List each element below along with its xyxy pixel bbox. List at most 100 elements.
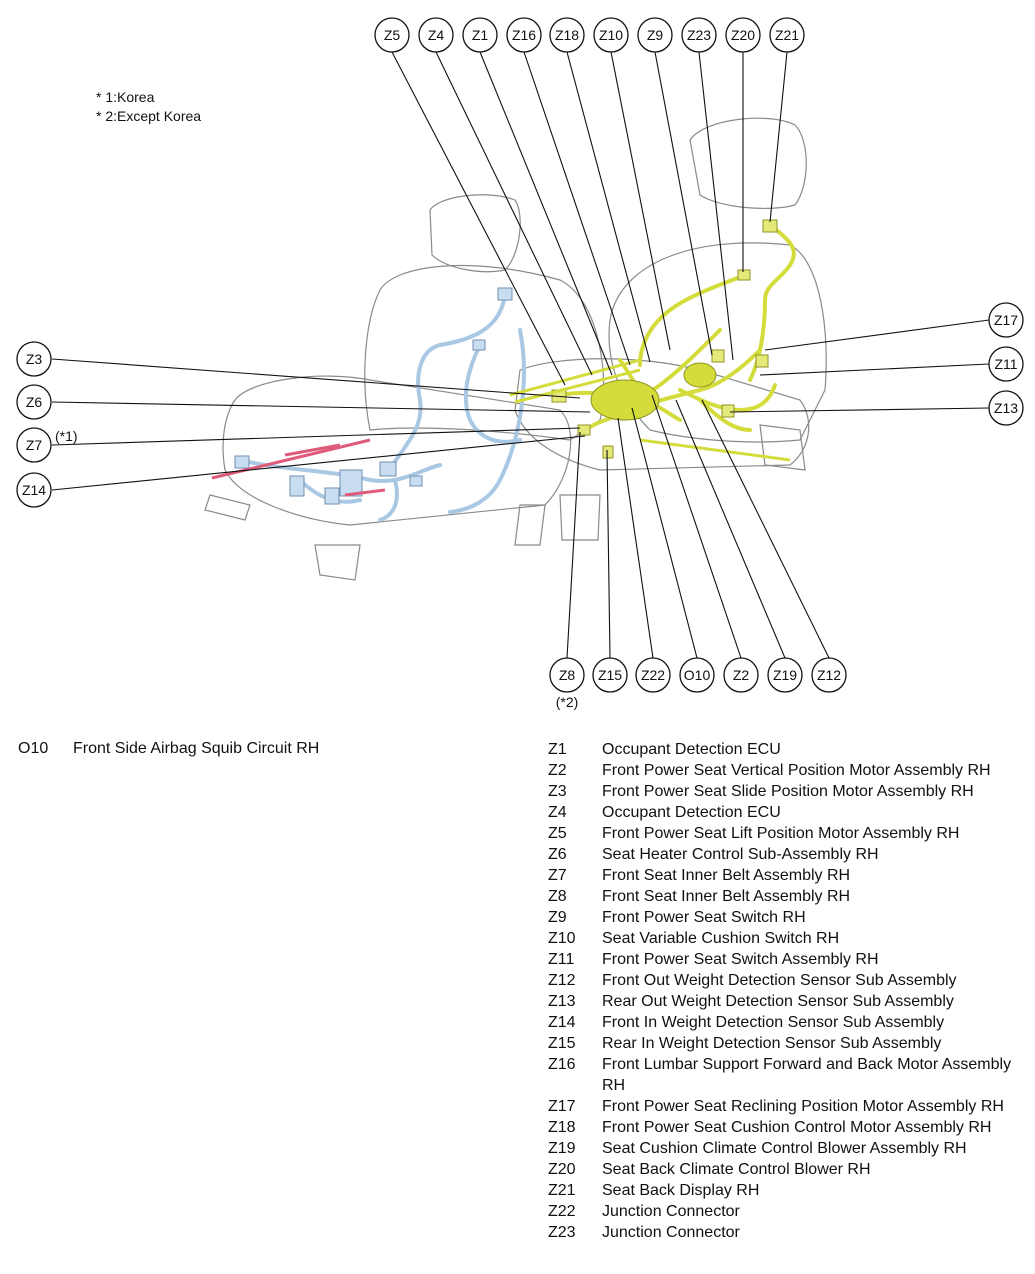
legend-code: Z4 [548,804,567,821]
legend-code: Z22 [548,1203,576,1220]
yellow-rail [509,358,791,462]
legend-code: Z14 [548,1014,576,1031]
legend-desc: Front Power Seat Slide Position Motor As… [602,783,974,800]
callout-o10[interactable]: O10 [679,657,715,693]
callout-z8-note: (*2) [556,694,579,710]
callout-z12[interactable]: Z12 [811,657,847,693]
legend-desc: Rear Out Weight Detection Sensor Sub Ass… [602,993,954,1010]
legend-code: Z23 [548,1224,576,1241]
callout-z11[interactable]: Z11 [988,346,1024,382]
legend-desc: Front In Weight Detection Sensor Sub Ass… [602,1014,945,1031]
svg-text:Z11: Z11 [994,356,1017,372]
legend-code: Z20 [548,1161,576,1178]
svg-text:Z7: Z7 [26,437,43,453]
svg-text:Z8: Z8 [559,667,576,683]
legend-desc: Seat Heater Control Sub-Assembly RH [602,846,879,863]
legend-code: Z2 [548,762,567,779]
legend-row-z4: Z4 Occupant Detection ECU [548,802,1033,823]
legend-desc: Seat Back Climate Control Blower RH [602,1161,871,1178]
callout-z7[interactable]: Z7 [16,427,52,463]
svg-text:Z18: Z18 [555,27,579,43]
callout-z13[interactable]: Z13 [988,390,1024,426]
callout-z22[interactable]: Z22 [635,657,671,693]
callout-z19[interactable]: Z19 [767,657,803,693]
blue-connectors [234,287,513,505]
svg-text:Z10: Z10 [599,27,623,43]
legend-row-z1: Z1 Occupant Detection ECU [548,739,1033,760]
callout-z18[interactable]: Z18 [549,17,585,53]
callout-z4[interactable]: Z4 [418,17,454,53]
legend-desc: Junction Connector [602,1203,740,1220]
legend-code: Z18 [548,1119,576,1136]
legend-desc: Front Power Seat Switch RH [602,909,806,926]
callout-z17[interactable]: Z17 [988,302,1024,338]
legend-row-z15: Z15 Rear In Weight Detection Sensor Sub A… [548,1033,1033,1054]
svg-text:Z20: Z20 [731,27,755,43]
svg-text:O10: O10 [684,667,711,683]
callout-z1[interactable]: Z1 [462,17,498,53]
callout-z9[interactable]: Z9 [637,17,673,53]
legend-row-z2: Z2 Front Power Seat Vertical Position Mot… [548,760,1033,781]
callout-z23[interactable]: Z23 [681,17,717,53]
legend-code: Z21 [548,1182,576,1199]
blue-harness [238,293,526,522]
legend-desc: Front Power Seat Switch Assembly RH [602,951,879,968]
footnote-1: * 1:Korea [96,89,155,105]
svg-text:Z14: Z14 [22,482,46,498]
callout-z5[interactable]: Z5 [374,17,410,53]
callout-z8[interactable]: Z8 [549,657,585,693]
callout-z14[interactable]: Z14 [16,472,52,508]
legend-desc: Front Power Seat Vertical Position Motor… [602,762,991,779]
legend-code: Z1 [548,741,567,758]
legend-code: Z15 [548,1035,576,1052]
seat-wiring-diagram: Z5 Z4 Z1 Z16 Z18 Z10 Z9 Z23 Z20 Z21 Z3 Z… [16,17,1024,710]
legend-desc: Occupant Detection ECU [602,804,781,821]
legend-row-z19: Z19 Seat Cushion Climate Control Blower A… [548,1138,1033,1159]
svg-text:Z1: Z1 [472,27,489,43]
legend-code: Z13 [548,993,576,1010]
legend-row-z23: Z23 Junction Connector [548,1222,1033,1243]
callout-z6[interactable]: Z6 [16,384,52,420]
svg-text:Z13: Z13 [994,400,1018,416]
svg-text:Z19: Z19 [773,667,797,683]
legend-desc: Rear In Weight Detection Sensor Sub Asse… [602,1035,942,1052]
svg-text:Z6: Z6 [26,394,43,410]
legend-desc: Occupant Detection ECU [602,741,781,758]
legend-desc: Front Out Weight Detection Sensor Sub As… [602,972,957,989]
right-seat-outline [514,117,827,541]
legend-desc: Seat Cushion Climate Control Blower Asse… [602,1140,967,1157]
footnotes: * 1:Korea * 2:Except Korea [96,88,201,126]
footnote-2: * 2:Except Korea [96,108,202,124]
svg-text:Z3: Z3 [26,351,43,367]
callout-z16[interactable]: Z16 [506,17,542,53]
callout-z21[interactable]: Z21 [769,17,805,53]
legend-code: Z9 [548,909,567,926]
svg-text:Z12: Z12 [817,667,841,683]
legend-desc: Front Power Seat Lift Position Motor Ass… [602,825,960,842]
yellow-wiring-bundle [590,362,717,421]
callout-z2[interactable]: Z2 [723,657,759,693]
legend-code: Z19 [548,1140,576,1157]
callout-z20[interactable]: Z20 [725,17,761,53]
svg-text:Z2: Z2 [733,667,750,683]
callout-z15[interactable]: Z15 [592,657,628,693]
legend-desc: Junction Connector [602,1224,740,1241]
callout-z10[interactable]: Z10 [593,17,629,53]
callout-z3[interactable]: Z3 [16,341,52,377]
legend-row-z13: Z13 Rear Out Weight Detection Sensor Sub … [548,991,1033,1012]
svg-text:Z23: Z23 [687,27,711,43]
legend-desc: Front Side Airbag Squib Circuit RH [73,740,320,757]
legend-code: Z8 [548,888,567,905]
legend-code: Z11 [548,951,575,968]
